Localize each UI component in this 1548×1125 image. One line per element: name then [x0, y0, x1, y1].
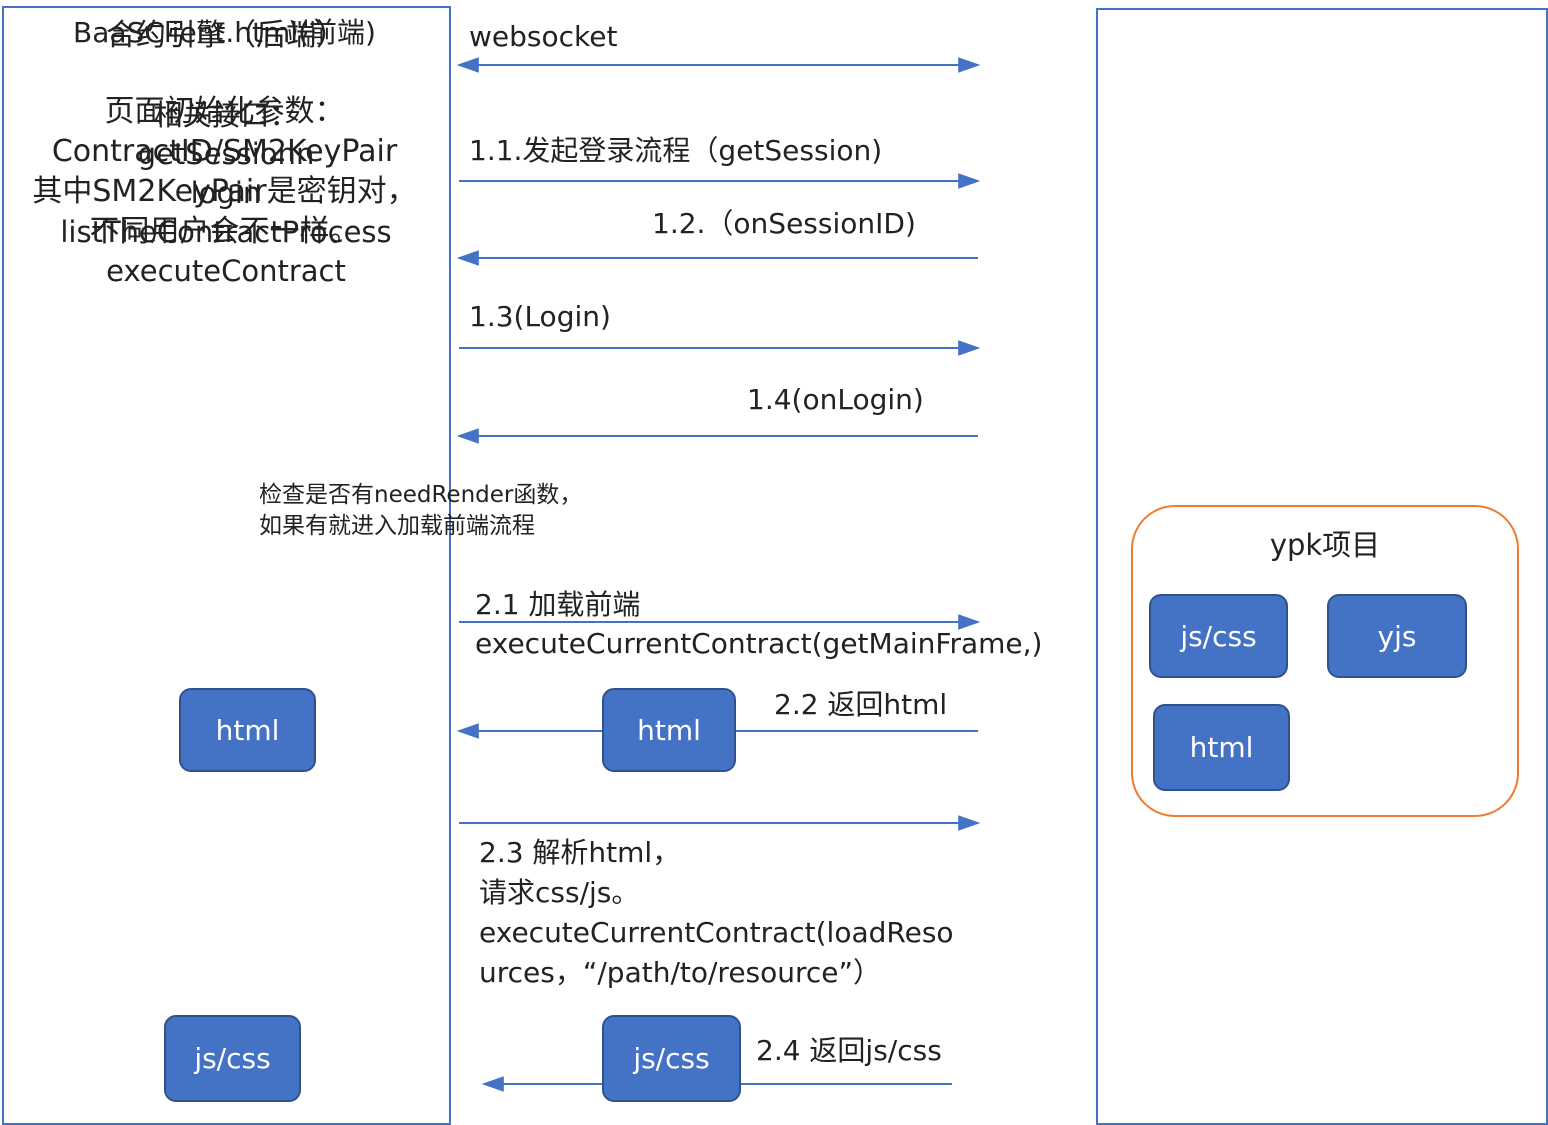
ypk-jscss-box: js/css	[1149, 594, 1288, 678]
request-line: executeCurrentContract(loadReso	[479, 916, 954, 949]
backend-interfaces: 相关接口： getSessionn login listTheContractP…	[0, 96, 452, 291]
request-line: 2.3 解析html，	[479, 836, 681, 869]
init-line: ContractID/SM2KeyPair	[51, 134, 398, 169]
interface-item: listTheContractProcess	[60, 215, 392, 249]
request-line: urces，“/path/to/resource”）	[479, 956, 882, 989]
frontend-panel	[2, 6, 451, 1125]
frontend-init-params: 页面初始化参数： ContractID/SM2KeyPair 其中SM2KeyP…	[0, 92, 449, 252]
ypk-yjs-box: yjs	[1327, 594, 1467, 678]
request-line: 请求css/js。	[479, 876, 640, 909]
label-on-session-id: 1.2.（onSessionID)	[652, 207, 916, 240]
frontend-title: BaaSClient.html(前端)	[73, 16, 376, 49]
backend-title: 合约引擎（后端）	[106, 18, 346, 53]
init-line: 其中SM2KeyPair是密钥对，	[32, 174, 417, 209]
interface-item: login	[190, 176, 262, 210]
payload-jscss-box: js/css	[602, 1015, 741, 1102]
label-get-session: 1.1.发起登录流程（getSession)	[469, 134, 883, 167]
label-return-html: 2.2 返回html	[774, 688, 948, 721]
frontend-html-box: html	[179, 688, 316, 772]
label-request-resources: 2.3 解析html， 请求css/js。 executeCurrentCont…	[479, 833, 954, 993]
label-login: 1.3(Login)	[469, 300, 611, 333]
init-line: 页面初始化参数：	[104, 94, 345, 129]
label-on-login: 1.4(onLogin)	[747, 383, 924, 416]
label-get-main-frame: executeCurrentContract(getMainFrame,)	[475, 627, 1043, 660]
label-return-jscss: 2.4 返回js/css	[756, 1034, 942, 1067]
ypk-project-title: ypk项目	[1269, 528, 1381, 562]
interfaces-heading: 相关接口：	[153, 98, 299, 132]
label-load-frontend: 2.1 加载前端	[475, 588, 641, 621]
render-check-note: 检查是否有needRender函数， 如果有就进入加载前端流程	[259, 480, 582, 542]
interface-item: executeContract	[106, 254, 346, 288]
note-line: 如果有就进入加载前端流程	[259, 513, 535, 539]
payload-html-box: html	[602, 688, 736, 772]
init-line: 不同用户会不一样。	[89, 214, 360, 249]
websocket-label: websocket	[469, 20, 618, 53]
note-line: 检查是否有needRender函数，	[259, 482, 583, 508]
ypk-html-box: html	[1153, 704, 1290, 791]
interface-item: getSessionn	[137, 137, 315, 171]
frontend-jscss-box: js/css	[164, 1015, 301, 1102]
